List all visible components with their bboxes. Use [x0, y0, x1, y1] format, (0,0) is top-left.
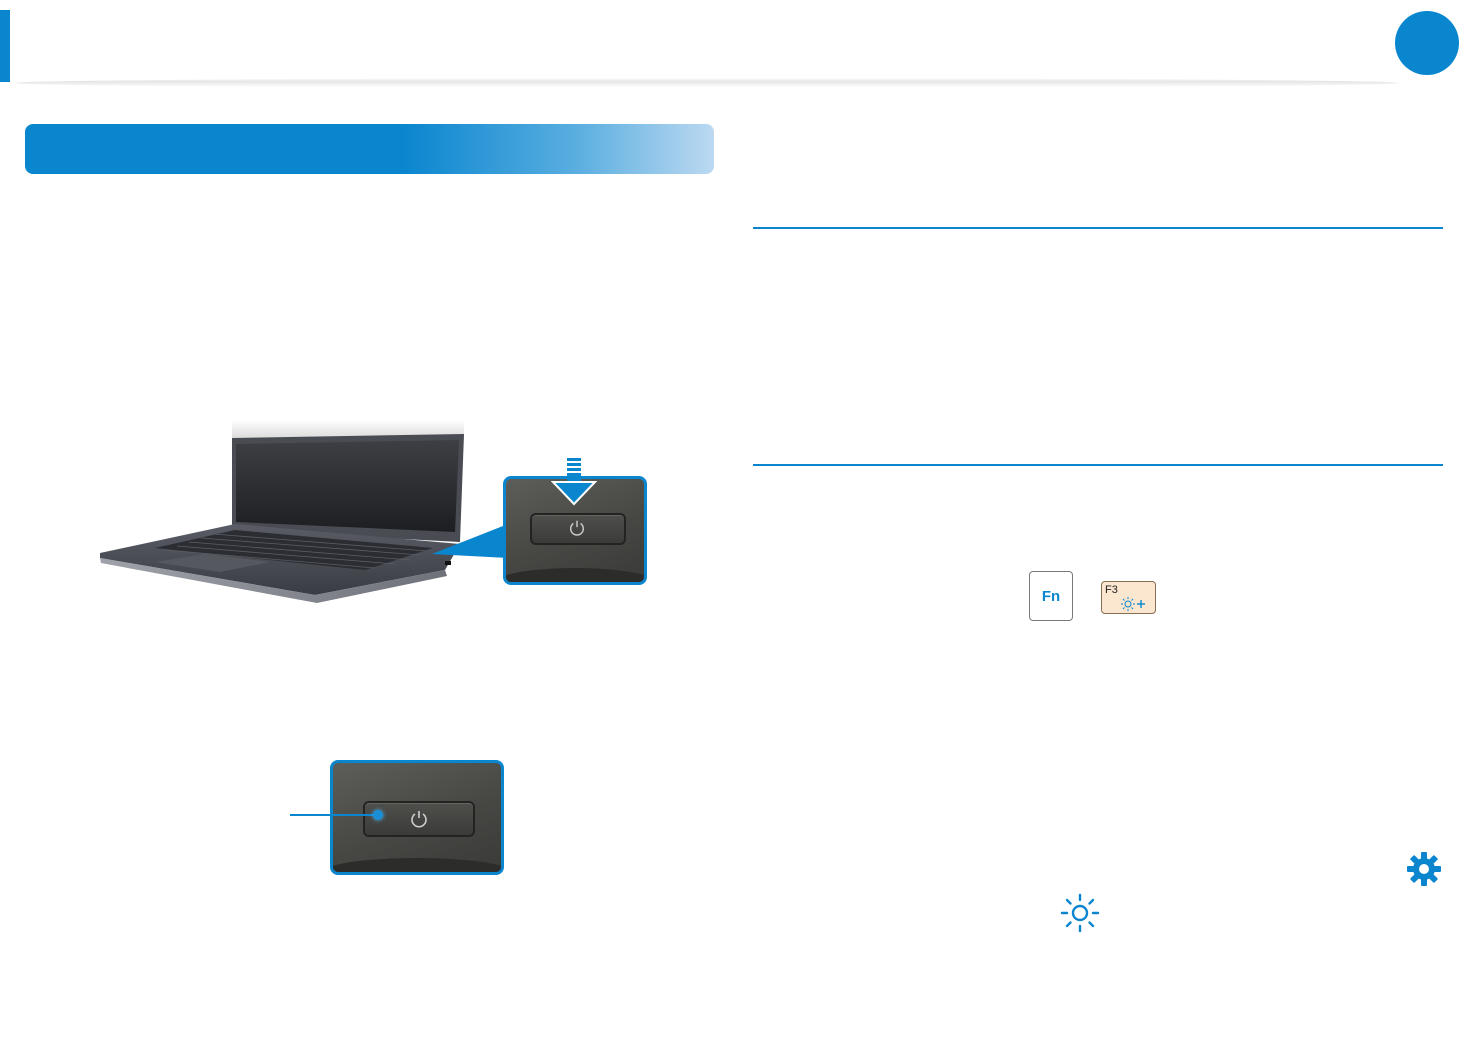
- power-icon: [569, 520, 585, 536]
- f3-key-label: F3: [1105, 584, 1118, 596]
- power-led-indicator: [373, 810, 383, 820]
- header-divider: [14, 78, 1399, 88]
- f3-brightness-up-key: F3: [1101, 581, 1156, 614]
- sun-icon: [1060, 893, 1100, 933]
- callout-pointer: [432, 524, 508, 558]
- power-button-2: [363, 801, 475, 837]
- led-indicator-leader-line: [290, 814, 378, 816]
- fn-key: Fn: [1029, 571, 1073, 621]
- section-title-banner: [25, 124, 714, 174]
- press-arrow-icon: [551, 458, 597, 506]
- power-button-1: [530, 513, 626, 545]
- power-icon: [411, 811, 427, 828]
- subsection-rule-1: [753, 227, 1443, 229]
- subsection-rule-2: [753, 464, 1443, 466]
- power-button-closeup-2: [330, 760, 504, 875]
- page-number-badge: [1395, 11, 1459, 75]
- gear-icon: [1407, 852, 1441, 886]
- brightness-up-icon: [1121, 597, 1145, 611]
- header-accent-bar: [0, 10, 10, 82]
- laptop-illustration: [100, 420, 464, 603]
